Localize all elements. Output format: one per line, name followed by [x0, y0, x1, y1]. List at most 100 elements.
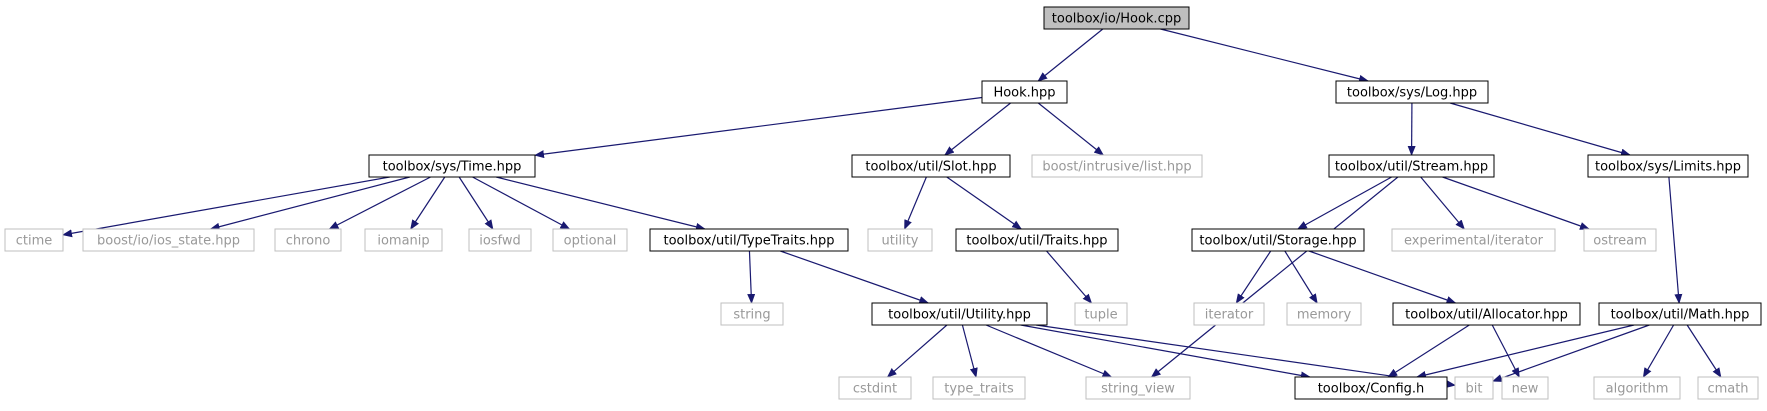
node-label-storage: toolbox/util/Storage.hpp: [1199, 234, 1356, 249]
node-bit: bit: [1454, 376, 1494, 400]
edge-traits-to-tuple: [1046, 250, 1093, 304]
node-time[interactable]: toolbox/sys/Time.hpp: [368, 154, 536, 178]
edge-stream-to-storage: [1296, 176, 1392, 230]
edge-math-to-cmath: [1686, 324, 1722, 378]
node-box-iterator: [1193, 302, 1265, 326]
node-iosstate: boost/io/ios_state.hpp: [82, 228, 255, 252]
node-utilhpp[interactable]: toolbox/util/Utility.hpp: [871, 302, 1048, 326]
edge-time-to-iomanip: [410, 176, 446, 230]
node-box-iomanip: [364, 228, 443, 252]
edge-time-to-typetraits: [496, 176, 706, 231]
node-label-blist: boost/intrusive/list.hpp: [1042, 160, 1191, 175]
node-label-cstdint: cstdint: [853, 382, 897, 397]
node-label-iosstate: boost/io/ios_state.hpp: [97, 234, 240, 249]
edge-storage-to-allocator: [1308, 250, 1457, 304]
edge-allocator-to-config: [1387, 324, 1470, 378]
node-allocator[interactable]: toolbox/util/Allocator.hpp: [1392, 302, 1581, 326]
node-label-iomanip: iomanip: [377, 234, 429, 249]
edge-slot-to-utility: [904, 176, 927, 230]
edge-slot-to-traits: [946, 176, 1023, 230]
node-typetraits[interactable]: toolbox/util/TypeTraits.hpp: [649, 228, 849, 252]
edge-root-to-log: [1160, 28, 1370, 83]
node-storage[interactable]: toolbox/util/Storage.hpp: [1191, 228, 1365, 252]
node-box-utilhpp: [871, 302, 1048, 326]
node-label-math: toolbox/util/Math.hpp: [1611, 308, 1750, 323]
node-box-traits: [955, 228, 1119, 252]
node-label-bit: bit: [1466, 382, 1483, 397]
node-label-traits: toolbox/util/Traits.hpp: [966, 234, 1107, 249]
node-ostream: ostream: [1583, 228, 1657, 252]
node-label-strview: string_view: [1101, 382, 1175, 397]
node-log[interactable]: toolbox/sys/Log.hpp: [1335, 80, 1489, 104]
edge-stream-to-expiter: [1420, 176, 1465, 230]
node-box-optional: [552, 228, 628, 252]
node-box-ctime: [4, 228, 64, 252]
node-blist: boost/intrusive/list.hpp: [1031, 154, 1203, 178]
edge-hook-to-slot: [944, 102, 1011, 156]
node-stream[interactable]: toolbox/util/Stream.hpp: [1328, 154, 1495, 178]
edge-utilhpp-to-bit: [1035, 324, 1456, 388]
edge-stream-to-strview: [1150, 176, 1399, 378]
node-expiter: experimental/iterator: [1391, 228, 1556, 252]
edge-utilhpp-to-config: [1020, 324, 1311, 380]
node-new: new: [1501, 376, 1549, 400]
node-label-slot: toolbox/util/Slot.hpp: [865, 160, 996, 175]
node-label-optional: optional: [564, 234, 617, 249]
node-box-memory: [1286, 302, 1362, 326]
edge-limits-to-math: [1668, 176, 1683, 304]
node-box-strview: [1085, 376, 1191, 400]
node-config[interactable]: toolbox/Config.h: [1294, 376, 1448, 400]
node-label-new: new: [1512, 382, 1539, 397]
node-math[interactable]: toolbox/util/Math.hpp: [1598, 302, 1762, 326]
node-label-root: toolbox/io/Hook.cpp: [1052, 12, 1181, 27]
node-label-algorithm: algorithm: [1606, 382, 1669, 397]
edge-math-to-config: [1415, 324, 1635, 379]
edge-typetraits-to-utilhpp: [780, 250, 930, 304]
edge-math-to-bit: [1492, 324, 1650, 382]
node-label-tuple: tuple: [1084, 308, 1117, 323]
node-box-root: [1043, 6, 1190, 30]
node-iomanip: iomanip: [364, 228, 443, 252]
node-cstdint: cstdint: [838, 376, 912, 400]
edge-utilhpp-to-strview: [985, 324, 1113, 378]
node-box-ostream: [1583, 228, 1657, 252]
node-box-string: [720, 302, 784, 326]
node-iosfwd: iosfwd: [468, 228, 532, 252]
node-box-limits: [1587, 154, 1749, 178]
node-box-iosfwd: [468, 228, 532, 252]
node-box-cstdint: [838, 376, 912, 400]
edge-utilhpp-to-typetr: [961, 324, 978, 378]
node-label-utilhpp: toolbox/util/Utility.hpp: [888, 308, 1031, 323]
node-optional: optional: [552, 228, 628, 252]
edge-hook-to-blist: [1037, 102, 1105, 156]
node-chrono: chrono: [274, 228, 342, 252]
node-root: toolbox/io/Hook.cpp: [1043, 6, 1190, 30]
node-box-algorithm: [1593, 376, 1681, 400]
node-traits[interactable]: toolbox/util/Traits.hpp: [955, 228, 1119, 252]
node-label-iterator: iterator: [1205, 308, 1254, 323]
node-memory: memory: [1286, 302, 1362, 326]
edge-time-to-chrono: [328, 176, 431, 230]
node-box-allocator: [1392, 302, 1581, 326]
node-hook[interactable]: Hook.hpp: [981, 80, 1068, 104]
node-box-blist: [1031, 154, 1203, 178]
node-box-log: [1335, 80, 1489, 104]
node-label-utility: utility: [882, 234, 919, 249]
edges-layer: [62, 28, 1722, 388]
node-label-limits: toolbox/sys/Limits.hpp: [1595, 160, 1741, 175]
node-limits[interactable]: toolbox/sys/Limits.hpp: [1587, 154, 1749, 178]
edge-time-to-iosfwd: [458, 176, 494, 230]
node-box-bit: [1454, 376, 1494, 400]
node-tuple: tuple: [1074, 302, 1128, 326]
node-box-utility: [867, 228, 933, 252]
node-label-log: toolbox/sys/Log.hpp: [1347, 86, 1477, 101]
edge-allocator-to-new: [1491, 324, 1520, 378]
node-label-ctime: ctime: [16, 234, 53, 249]
node-slot[interactable]: toolbox/util/Slot.hpp: [851, 154, 1011, 178]
edge-math-to-algorithm: [1642, 324, 1675, 378]
node-label-time: toolbox/sys/Time.hpp: [383, 160, 522, 175]
node-box-expiter: [1391, 228, 1556, 252]
node-algorithm: algorithm: [1593, 376, 1681, 400]
node-box-typetraits: [649, 228, 849, 252]
